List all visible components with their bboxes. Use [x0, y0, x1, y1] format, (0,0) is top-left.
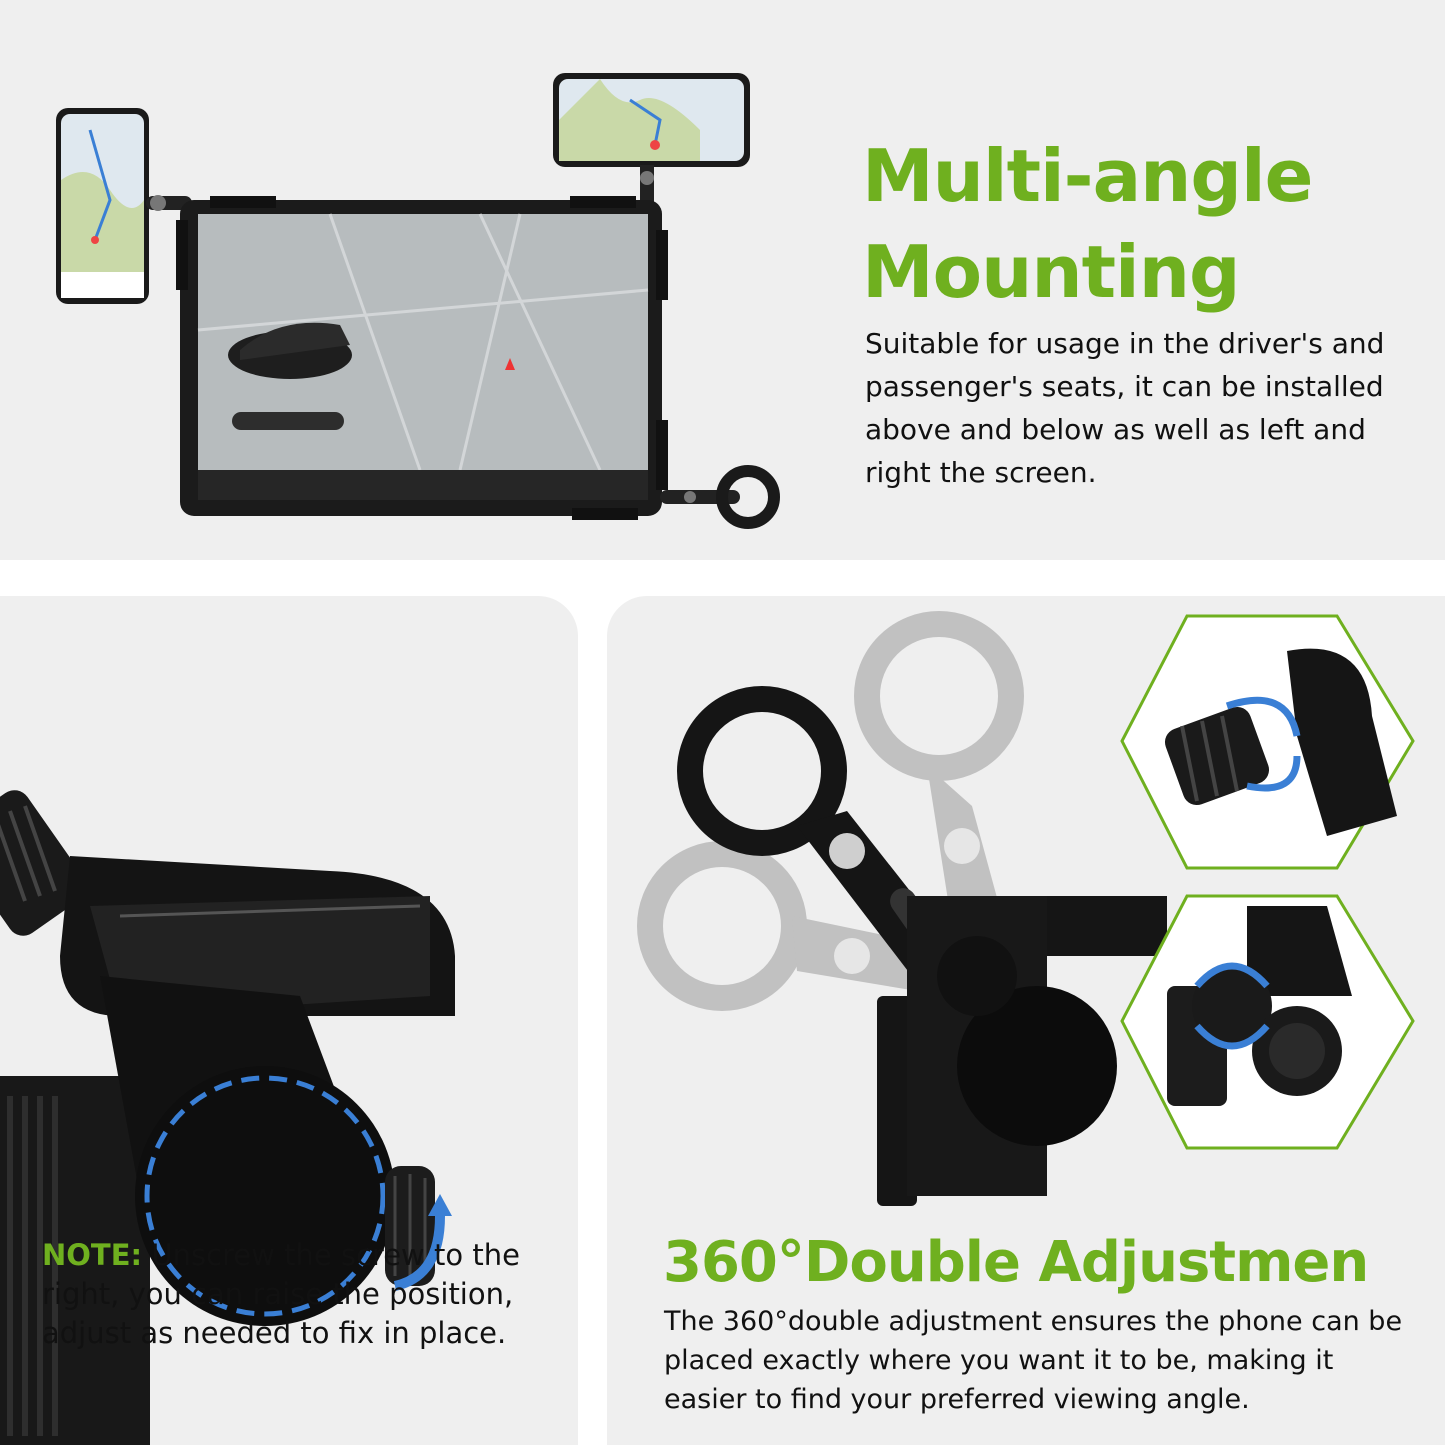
- screen-mount-illustration: [56, 73, 780, 529]
- mount-base-image: [877, 896, 1167, 1206]
- title-line-1: Multi-angle: [862, 134, 1313, 218]
- rotate-arrow-icon-top: [1225, 696, 1301, 737]
- hex-inset-bottom: [1120, 894, 1415, 1150]
- magnetic-mount-closeup-image: [0, 790, 455, 1445]
- magnetic-puck-image: [135, 1066, 395, 1326]
- rotate-arrow-icon: [393, 1215, 445, 1291]
- rotate-arrow-icon-bottom: [1194, 962, 1270, 989]
- note-body: Unscrew the screw to the right, you can …: [42, 1238, 520, 1350]
- left-phone-image: [56, 108, 149, 304]
- right-phone-image: [553, 73, 750, 167]
- title-line-2: Mounting: [862, 230, 1241, 314]
- hex-inset-top: [1120, 614, 1415, 870]
- ring-mount-image: [660, 465, 780, 529]
- adjustment-panel: [607, 596, 1445, 1445]
- top-panel: Multi-angle Mounting Suitable for usage …: [0, 0, 1445, 560]
- rotation-dashed-circle: [144, 1075, 386, 1317]
- ghost-ring-positions: [637, 611, 1024, 1011]
- car-screen-image: [176, 196, 668, 520]
- multi-angle-description: Suitable for usage in the driver's and p…: [865, 327, 1385, 489]
- rotating-arm-illustration: [637, 611, 1415, 1206]
- double-adjustment-title: 360°Double Adjustmen: [663, 1230, 1369, 1295]
- note-panel: NOTE: Unscrew the screw to the right, yo…: [0, 596, 578, 1445]
- knurled-knob-image: [0, 790, 87, 936]
- multi-angle-title: Multi-angle Mounting: [862, 128, 1422, 320]
- double-adjustment-description: The 360°double adjustment ensures the ph…: [664, 1306, 1403, 1415]
- note-label: NOTE:: [42, 1238, 143, 1272]
- note-text: NOTE: Unscrew the screw to the right, yo…: [42, 1236, 562, 1353]
